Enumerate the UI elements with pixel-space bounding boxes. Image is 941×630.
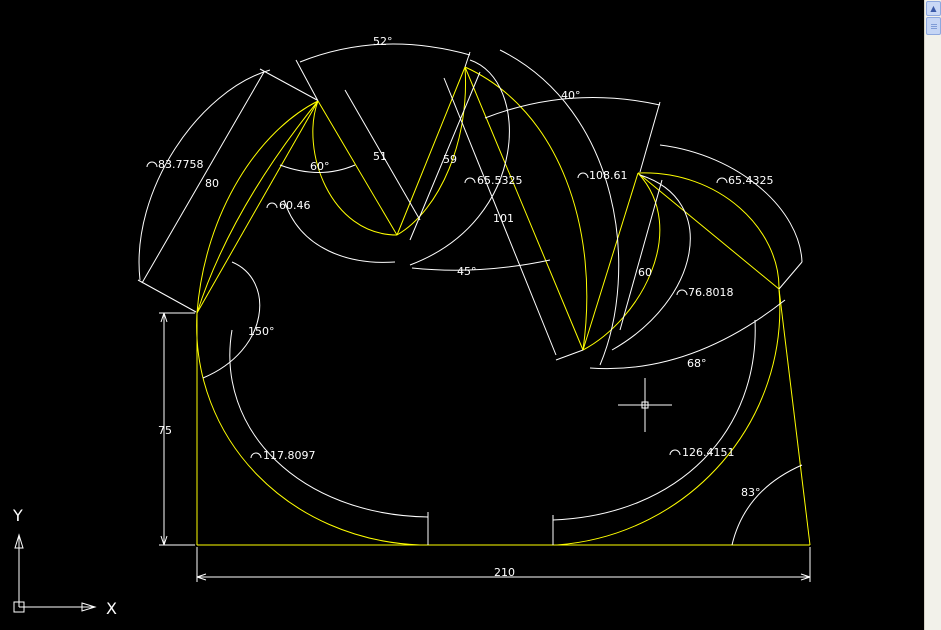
- crosshair-cursor-icon: [618, 378, 672, 432]
- dim-210-label: 210: [494, 566, 515, 579]
- dim-117-8097-label: 117.8097: [263, 449, 316, 462]
- arc-bottom-left: [196, 312, 421, 546]
- scroll-up-arrow-icon[interactable]: ▲: [926, 1, 941, 16]
- arc-sym-65-4325: [716, 177, 728, 184]
- zig-line-2: [317, 100, 398, 236]
- dim-75-arrow-t: [160, 312, 168, 323]
- dim-40-ext: [639, 101, 661, 173]
- dim-80-label: 80: [205, 177, 219, 190]
- dim-83deg-label: 83°: [741, 486, 761, 499]
- vertical-scrollbar[interactable]: ▲: [924, 0, 941, 630]
- arc-mid-big: [464, 66, 588, 351]
- dim-60-label: 60: [638, 266, 652, 279]
- dim-40-label: 40°: [561, 89, 581, 102]
- dim-210-arrow-r: [800, 573, 811, 581]
- zig-line-4: [464, 66, 584, 351]
- dim-52-ext-b: [464, 51, 471, 68]
- dim-65-4325-ext: [778, 261, 803, 290]
- arc-sym-76: [676, 289, 688, 296]
- dim-51-label: 51: [373, 150, 387, 163]
- dim-126-4151-label: 126.4151: [682, 446, 735, 459]
- dim-60deg-label: 60°: [310, 160, 330, 173]
- dim-83-arc: [138, 69, 271, 281]
- dim-101-ext: [555, 349, 584, 361]
- dim-68-arc: [589, 299, 786, 370]
- dim-51-line: [344, 89, 421, 221]
- arc-sym-108: [577, 172, 589, 179]
- geometry-layer: [196, 66, 811, 546]
- dim-76-8018-label: 76.8018: [688, 286, 734, 299]
- arc-symbols: [146, 161, 728, 459]
- arc-sym-65-5325: [464, 177, 476, 184]
- zig-line-5: [582, 172, 639, 351]
- ucs-y-label: Y: [12, 506, 23, 525]
- dim-59-label: 59: [443, 153, 457, 166]
- dim-75-arrow-b: [160, 535, 168, 546]
- dim-52-label: 52°: [373, 35, 393, 48]
- dim-65-4325-label: 65.4325: [728, 174, 774, 187]
- dimension-texts: 52° 40° 83.7758 80 60° 51 59 65.5325 101…: [158, 35, 774, 579]
- dim-117-arc: [229, 329, 429, 518]
- zig-line-6: [637, 172, 780, 290]
- dim-101-line: [443, 77, 557, 356]
- dim-108-arc: [499, 49, 620, 366]
- dim-83-7758-label: 83.7758: [158, 158, 204, 171]
- arc-v-left: [312, 100, 398, 236]
- dim-83deg-arc: [731, 464, 803, 546]
- zig-line-3: [396, 66, 466, 236]
- dim-150-label: 150°: [248, 325, 275, 338]
- dim-52-arc: [299, 43, 471, 63]
- dim-75-label: 75: [158, 424, 172, 437]
- arc-v-right: [396, 66, 467, 236]
- dim-68-label: 68°: [687, 357, 707, 370]
- dim-80-ext-a: [137, 279, 197, 313]
- dim-101-label: 101: [493, 212, 514, 225]
- arc-sym-126: [669, 449, 681, 456]
- dim-80-line: [141, 71, 265, 284]
- dim-45-label: 45°: [457, 265, 477, 278]
- dim-60-46-arc: [283, 199, 396, 263]
- dim-45-arc: [411, 259, 551, 271]
- arc-sym-83: [146, 161, 158, 168]
- zig-line-1: [196, 100, 319, 314]
- ucs-x-label: X: [106, 599, 117, 618]
- dim-108-61-label: 108.61: [589, 169, 628, 182]
- dim-210-arrow-l: [196, 573, 207, 581]
- arc-bottom-right: [556, 288, 781, 546]
- dim-59-line: [409, 71, 481, 241]
- right-slant-edge: [778, 288, 811, 546]
- dim-52-ext-a: [295, 59, 319, 102]
- dim-65-5325-arc: [409, 59, 510, 266]
- dimension-layer: [137, 43, 811, 582]
- scroll-thumb[interactable]: [926, 17, 941, 35]
- dim-126-arc: [552, 319, 756, 521]
- ucs-axes-icon: [13, 533, 97, 613]
- dim-60-line: [619, 179, 663, 331]
- arc-sym-60-46: [266, 202, 278, 209]
- dim-80-ext-b: [259, 68, 318, 101]
- arc-top-right: [637, 172, 780, 290]
- dim-76-arc: [611, 174, 691, 351]
- dim-65-5325-label: 65.5325: [477, 174, 523, 187]
- dim-65-4325-arc: [659, 144, 803, 263]
- dim-150-arc: [202, 261, 261, 379]
- dim-60-46-label: 60.46: [279, 199, 311, 212]
- arc-small-right: [582, 172, 661, 351]
- dim-40-arc: [484, 96, 661, 119]
- dim-60-arc: [279, 164, 356, 173]
- arc-outer-left: [196, 100, 319, 314]
- arc-sym-117: [250, 452, 262, 459]
- arc-inner-left: [196, 100, 319, 314]
